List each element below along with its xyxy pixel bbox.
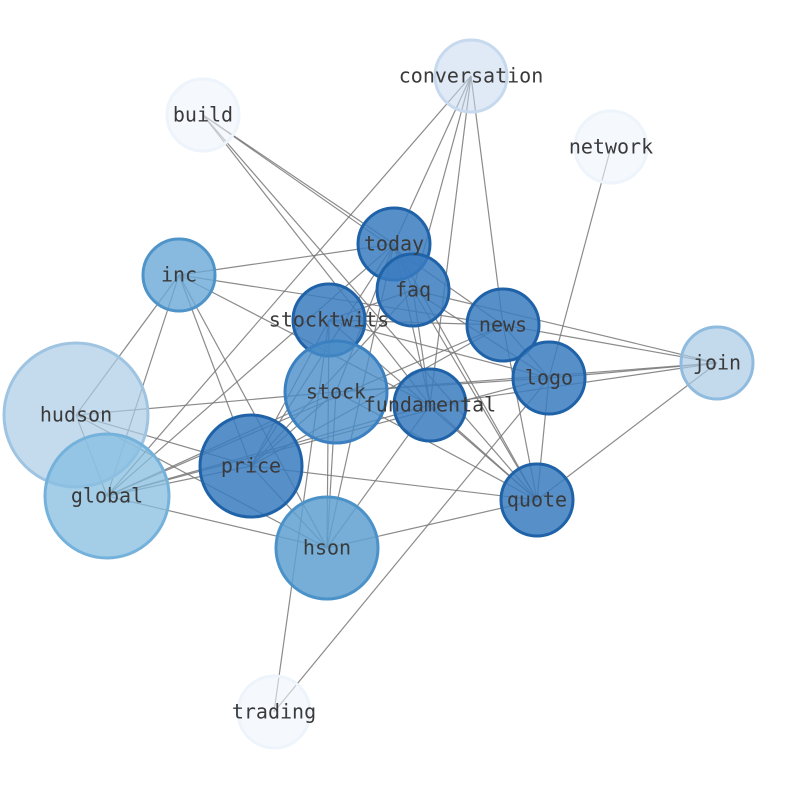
node-network — [573, 109, 649, 185]
node-stock — [283, 339, 389, 445]
nodes-layer — [2, 38, 755, 750]
node-conversation — [433, 38, 509, 114]
edge-build-quote — [202, 114, 538, 501]
node-label-global: global — [71, 484, 143, 508]
node-global — [43, 432, 171, 560]
node-label-stocktwits: stocktwits — [269, 308, 389, 332]
node-trading — [236, 674, 312, 750]
node-label-fundamental: fundamental — [364, 393, 496, 417]
node-label-quote: quote — [507, 488, 567, 512]
node-logo — [511, 340, 587, 416]
edge-today-global — [106, 243, 395, 497]
node-label-conversation: conversation — [399, 64, 544, 88]
node-build — [165, 77, 241, 153]
edge-stocktwits-logo — [328, 319, 550, 379]
edge-conversation-global — [106, 75, 472, 497]
edge-conversation-fundamental — [429, 75, 472, 406]
node-inc — [141, 237, 217, 313]
node-quote — [499, 462, 575, 538]
node-fundamental — [392, 367, 468, 443]
node-join — [679, 325, 755, 401]
edge-faq-quote — [412, 289, 538, 501]
edge-build-today — [202, 114, 395, 245]
node-label-news: news — [479, 313, 527, 337]
edge-faq-join — [412, 289, 718, 364]
edge-logo-trading — [273, 377, 550, 713]
node-label-build: build — [173, 103, 233, 127]
node-label-today: today — [364, 232, 424, 256]
node-label-trading: trading — [232, 700, 316, 724]
edge-join-quote — [536, 362, 718, 501]
node-price — [198, 413, 304, 519]
node-label-network: network — [569, 135, 653, 159]
node-label-faq: faq — [395, 278, 431, 302]
node-label-logo: logo — [525, 366, 573, 390]
node-label-price: price — [221, 454, 281, 478]
node-news — [465, 287, 541, 363]
node-label-hudson: hudson — [40, 403, 112, 427]
node-faq — [375, 252, 451, 328]
edge-build-fundamental — [202, 114, 431, 406]
node-label-stock: stock — [306, 380, 366, 404]
node-hson — [274, 495, 380, 601]
node-label-hson: hson — [303, 536, 351, 560]
edge-network-logo — [548, 146, 612, 379]
edge-build-news — [202, 114, 504, 326]
node-label-join: join — [693, 351, 741, 375]
node-label-inc: inc — [161, 263, 197, 287]
labels-layer: conversationbuildnetworktodayincfaqstock… — [40, 64, 741, 724]
edge-conversation-news — [470, 75, 504, 326]
